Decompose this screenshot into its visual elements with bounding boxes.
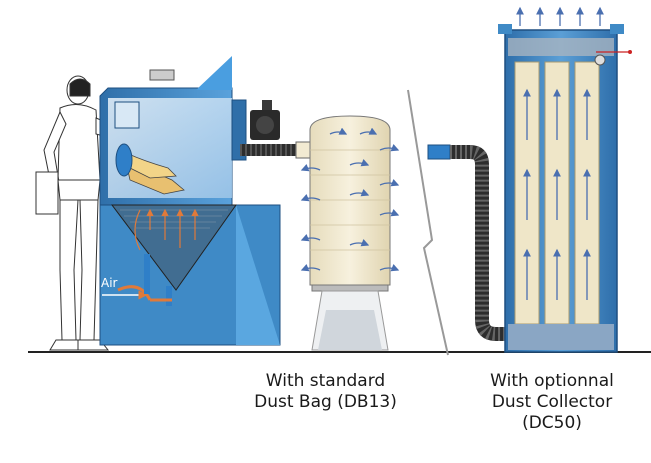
air-label: Air — [101, 276, 118, 290]
caption-dust-bag-line1: With standard — [265, 371, 386, 391]
air-inlet — [102, 254, 172, 306]
caption-dust-bag: With standard Dust Bag (DB13) — [238, 371, 413, 413]
dust-collector-dc50 — [498, 6, 632, 353]
break-line — [407, 89, 449, 356]
abrasive-flow-arrows — [134, 208, 199, 251]
pressure-gauge-icon — [594, 50, 632, 66]
caption-dust-collector-line2: Dust Collector — [491, 392, 613, 412]
caption-dust-bag-line2: Dust Bag (DB13) — [254, 392, 397, 412]
caption-dust-collector-line3: (DC50) — [522, 413, 582, 433]
blast-cabinet: Air — [99, 56, 281, 346]
caption-dust-collector: With optionnal Dust Collector (DC50) — [452, 371, 651, 434]
hose-cabinet-to-bag — [240, 141, 313, 159]
hose-to-collector — [427, 144, 516, 344]
caption-dust-collector-line1: With optionnal — [490, 371, 614, 391]
motor-icon — [250, 100, 280, 140]
operator-figure — [35, 75, 121, 351]
collector-airflow-arrows — [516, 6, 604, 300]
dust-bag-db13 — [300, 115, 400, 351]
bag-airflow-arrows — [300, 127, 400, 272]
